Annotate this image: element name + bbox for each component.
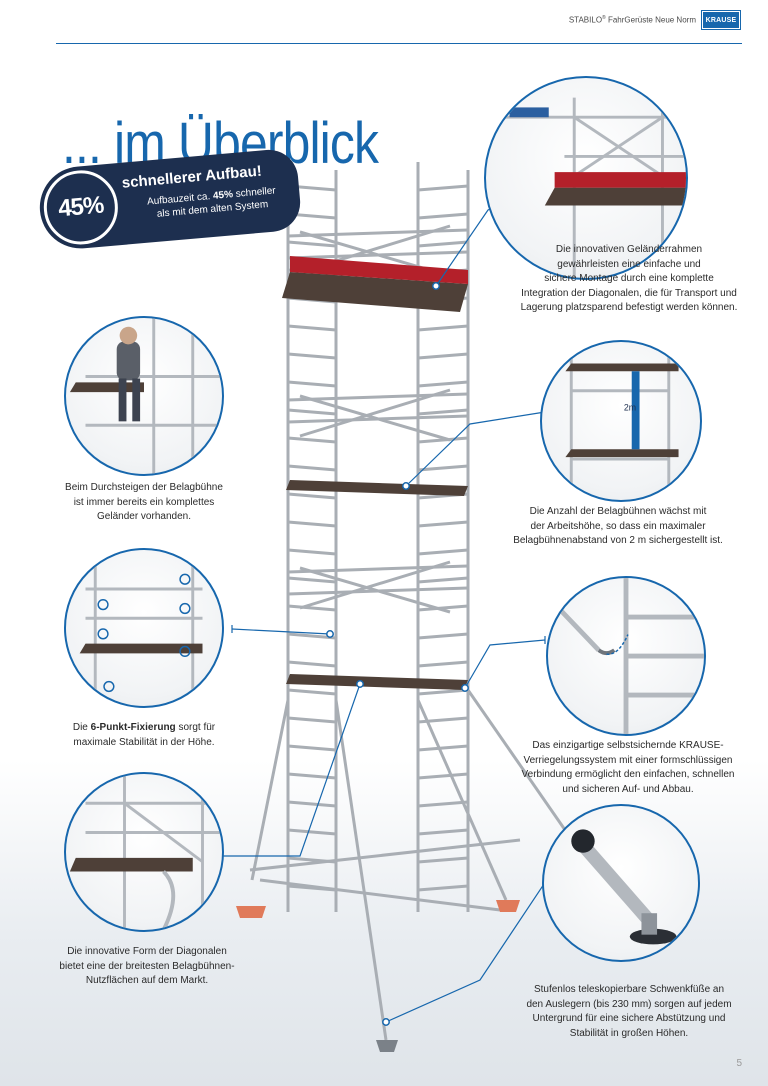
castor-wheel [236, 906, 266, 918]
ladder-rung [417, 548, 469, 556]
logo-text: KRAUSE [705, 16, 737, 24]
ladder-rung [287, 380, 337, 388]
ladder-rung [287, 408, 337, 416]
caption-anzahl: Die Anzahl der Belagbühnen wächst mit de… [513, 506, 723, 546]
top-platform-toeboard [290, 256, 468, 284]
ladder-rung [417, 800, 469, 808]
middle-platform [286, 480, 468, 496]
callout-marker [402, 482, 410, 490]
guard-diagonal [299, 388, 451, 438]
ladder-rung [287, 744, 337, 752]
ladder-rung [417, 660, 469, 668]
ladder-rung [417, 520, 469, 528]
ladder-rung [417, 744, 469, 752]
ladder-rung [417, 828, 469, 836]
ladder-rung [287, 352, 337, 360]
header-divider [56, 43, 742, 44]
guard-diagonal [299, 566, 451, 614]
detail-circle-fixierung [64, 548, 224, 708]
detail-circle-verriegelung [546, 576, 706, 736]
ladder-rung [417, 380, 469, 388]
caption-gelaender: Die innovativen Geländerrahmen gewährlei… [520, 244, 738, 313]
ladder-rung [417, 436, 469, 444]
outrigger-stabiliser [416, 699, 508, 901]
ladder-rung [417, 212, 469, 220]
caption-diagonalen: Die innovative Form der Diagonalen biete… [59, 946, 235, 986]
page-number: 5 [736, 1058, 742, 1069]
base-beam [249, 838, 521, 872]
caption-fixierung: Die 6-Punkt-Fixierung sorgt für maximale… [72, 722, 216, 748]
guardrail-detail-image [505, 97, 686, 278]
callout-marker [382, 1018, 390, 1026]
outrigger-stabiliser [466, 689, 574, 841]
ladder-rung [417, 324, 469, 332]
detail-circle-durchstieg [64, 316, 224, 476]
top-platform [282, 272, 468, 312]
detail-circle-diagonalen [64, 772, 224, 932]
ladder-rung [417, 884, 469, 892]
outrigger-stabiliser [334, 699, 388, 1041]
ladder-rung [287, 464, 337, 472]
outrigger-stabiliser [250, 699, 290, 881]
callout-marker [356, 680, 364, 688]
krause-logo: KRAUSE [701, 10, 741, 30]
callout-marker [326, 630, 334, 638]
ladder-rung [417, 688, 469, 696]
platform-spacing-detail-image: 2m [565, 342, 679, 500]
ladder-rung [287, 436, 337, 444]
ladder-rung [287, 548, 337, 556]
castor-wheel [496, 900, 520, 912]
callout-leader-line [464, 639, 546, 689]
callout-leader-line [222, 683, 361, 857]
ladder-rung [417, 240, 469, 248]
ladder-rung [287, 800, 337, 808]
locking-system-detail-image [555, 578, 704, 734]
header-title: STABILO® FahrGerüste Neue Norm [568, 15, 696, 25]
ladder-rung [287, 688, 337, 696]
ladder-rung [287, 492, 337, 500]
ladder-rung [417, 604, 469, 612]
detail-circle-schwenkfuesse [542, 804, 700, 962]
ladder-rung [417, 408, 469, 416]
badge-percent: 45% [57, 191, 105, 223]
caption-verriegelung: Das einzigartige selbstsichernde KRAUSE-… [521, 740, 735, 795]
ladder-rung [287, 240, 337, 248]
climbing-through-detail-image [69, 318, 222, 474]
ladder-rung [417, 772, 469, 780]
callout-marker [461, 684, 469, 692]
ladder-rung [287, 604, 337, 612]
ladder-rung [417, 184, 469, 192]
spacing-label: 2m [624, 402, 636, 412]
ladder-rung [417, 464, 469, 472]
stopwatch-icon: 45% [40, 167, 121, 248]
six-point-fixing-detail-image [79, 559, 203, 706]
callout-leader-line [405, 411, 546, 487]
ladder-rung [287, 520, 337, 528]
callout-marker [432, 282, 440, 290]
ladder-rung [417, 856, 469, 864]
lower-platform [286, 674, 468, 690]
guard-diagonal [299, 560, 451, 610]
detail-circle-gelaender [484, 76, 688, 280]
ladder-rung [417, 352, 469, 360]
callout-leader-line [385, 859, 561, 1023]
ladder-rung [417, 576, 469, 584]
swivel-foot-detail-image [571, 829, 677, 945]
foot-plate [376, 1040, 398, 1052]
ladder-rung [287, 324, 337, 332]
ladder-rung [287, 576, 337, 584]
caption-schwenkfuesse: Stufenlos teleskopierbare Schwenkfüße an… [526, 984, 732, 1039]
guard-diagonal [299, 394, 451, 442]
ladder-rung [287, 660, 337, 668]
ladder-rung [287, 828, 337, 836]
ladder-rung [287, 716, 337, 724]
ladder-rung [417, 632, 469, 640]
caption-durchstieg: Beim Durchsteigen der Belagbühne ist imm… [65, 482, 223, 522]
callout-leader-line [231, 628, 331, 635]
detail-circle-anzahl: 2m [540, 340, 702, 502]
diagonal-shape-detail-image [69, 774, 222, 930]
base-beam [259, 878, 501, 912]
